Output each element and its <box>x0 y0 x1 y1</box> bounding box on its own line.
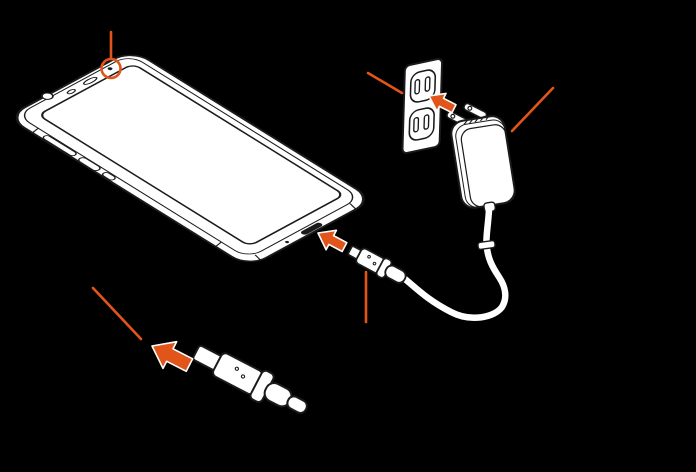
usb-port <box>300 222 323 235</box>
antenna-line <box>31 127 39 134</box>
insert-arrow-plug-icon <box>151 340 194 373</box>
power-cable <box>401 206 509 321</box>
callout-line-adapter <box>510 86 555 133</box>
callout-line-outlet <box>366 71 404 95</box>
phone-body <box>15 54 365 263</box>
indicator-callout-circle <box>100 57 122 80</box>
microphone-hole <box>285 240 290 244</box>
camera-button <box>101 172 116 181</box>
insert-arrow-port-icon <box>317 229 348 253</box>
plug-strain-relief <box>384 264 407 284</box>
usb-type-c-plug <box>347 245 407 284</box>
smartphone <box>15 54 365 263</box>
socket-slot <box>423 114 430 130</box>
antenna-line <box>215 241 222 247</box>
charging-indicator-dot <box>107 67 113 71</box>
phone-face-line <box>23 58 354 255</box>
plug-dot <box>367 254 371 259</box>
usb-type-c-plug-detail <box>192 344 308 414</box>
outlet-socket <box>409 69 437 103</box>
socket-slot <box>414 78 421 95</box>
antenna-line <box>254 254 262 261</box>
earpiece <box>83 76 98 85</box>
ac-adapter <box>450 115 516 213</box>
power-button <box>78 157 101 171</box>
plug-dot <box>240 374 246 379</box>
adapter-prong <box>463 102 488 120</box>
insert-arrow-outlet-icon <box>428 92 457 114</box>
headset-jack <box>41 92 54 100</box>
antenna-line <box>349 203 357 210</box>
cable-tie <box>477 239 496 251</box>
plug-cable-stub <box>286 395 308 414</box>
proximity-sensor <box>66 89 76 95</box>
volume-button <box>42 135 77 157</box>
socket-slot <box>424 76 431 92</box>
plug-dot <box>234 366 240 371</box>
outlet-socket <box>408 107 435 141</box>
callout-line-plug-detail <box>91 286 143 341</box>
plug-dot <box>372 261 377 266</box>
socket-slot <box>413 116 420 133</box>
phone-screen <box>41 65 342 245</box>
adapter-top-seam <box>463 114 491 125</box>
